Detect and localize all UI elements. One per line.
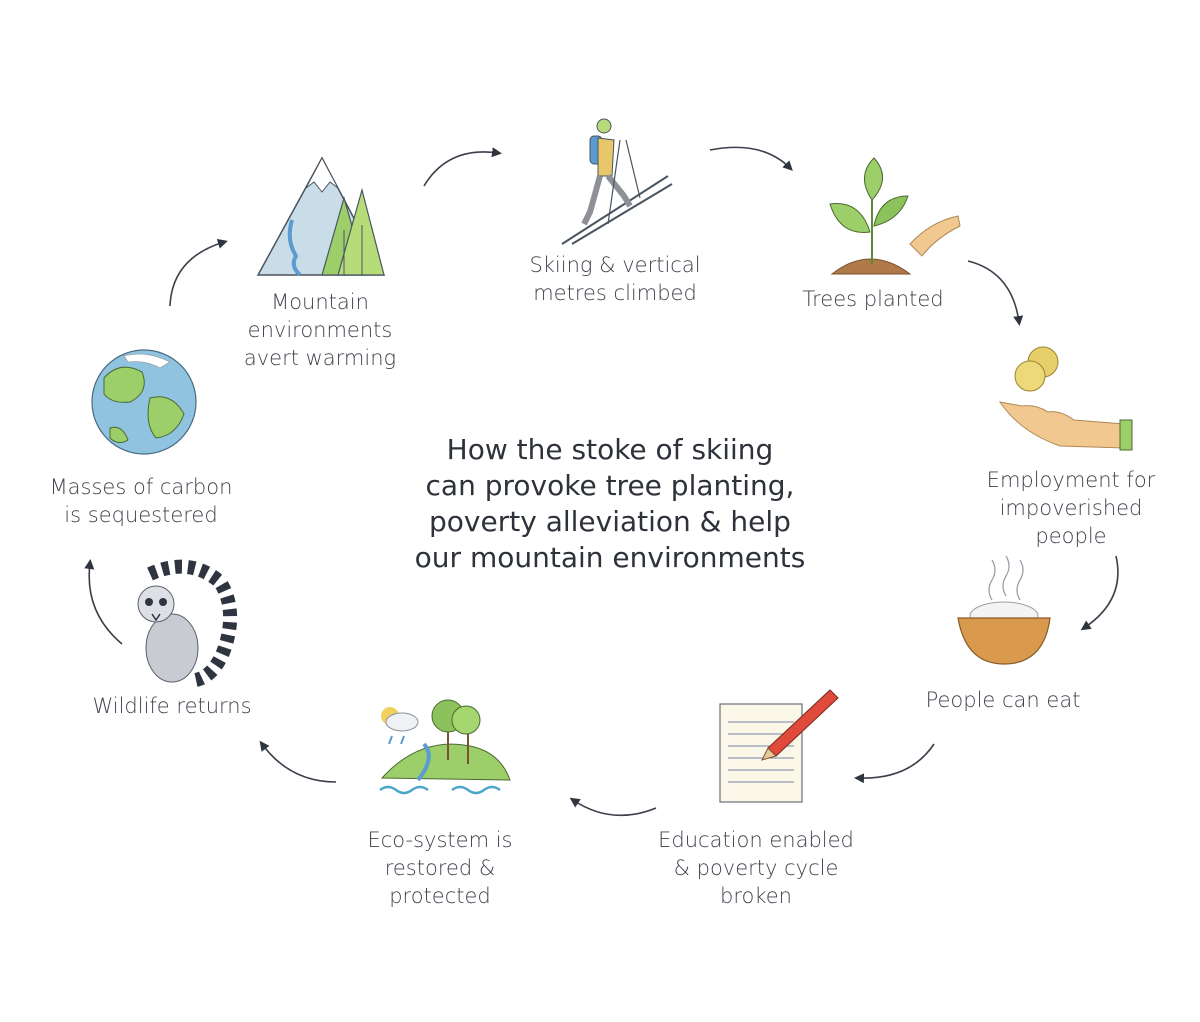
arrow-mountain-to-skiing	[423, 147, 502, 187]
arrow-wildlife-to-carbon	[84, 559, 123, 645]
title-line: poverty alleviation & help	[429, 505, 791, 538]
step-label-eat: People can eat	[925, 688, 1081, 712]
step-label-carbon: Masses of carbon is sequestered	[49, 475, 233, 527]
step-label-mountain: Mountain environments avert warming	[243, 290, 397, 370]
step-label-employment: Employment for impoverished people	[986, 468, 1156, 548]
arrow-education-to-ecosystem	[569, 797, 657, 817]
step-label-ecosystem: Eco-system is restored & protected	[367, 828, 513, 908]
diagram-title: How the stoke of skiing can provoke tree…	[380, 432, 840, 576]
arrow-ecosystem-to-wildlife	[259, 740, 337, 783]
arrow-eat-to-education	[854, 743, 935, 784]
arrow-trees-to-employment	[967, 260, 1024, 326]
step-label-trees: Trees planted	[802, 287, 944, 311]
step-label-wildlife: Wildlife returns	[92, 694, 252, 718]
title-line: How the stoke of skiing	[446, 433, 774, 466]
title-line: our mountain environments	[414, 541, 806, 574]
step-label-skiing: Skiing & vertical metres climbed	[529, 253, 701, 305]
arrow-carbon-to-mountain	[169, 238, 228, 307]
arrow-skiing-to-trees	[709, 146, 793, 171]
step-label-education: Education enabled & poverty cycle broken	[658, 828, 854, 908]
title-line: can provoke tree planting,	[425, 469, 795, 502]
arrow-employment-to-eat	[1080, 555, 1119, 631]
